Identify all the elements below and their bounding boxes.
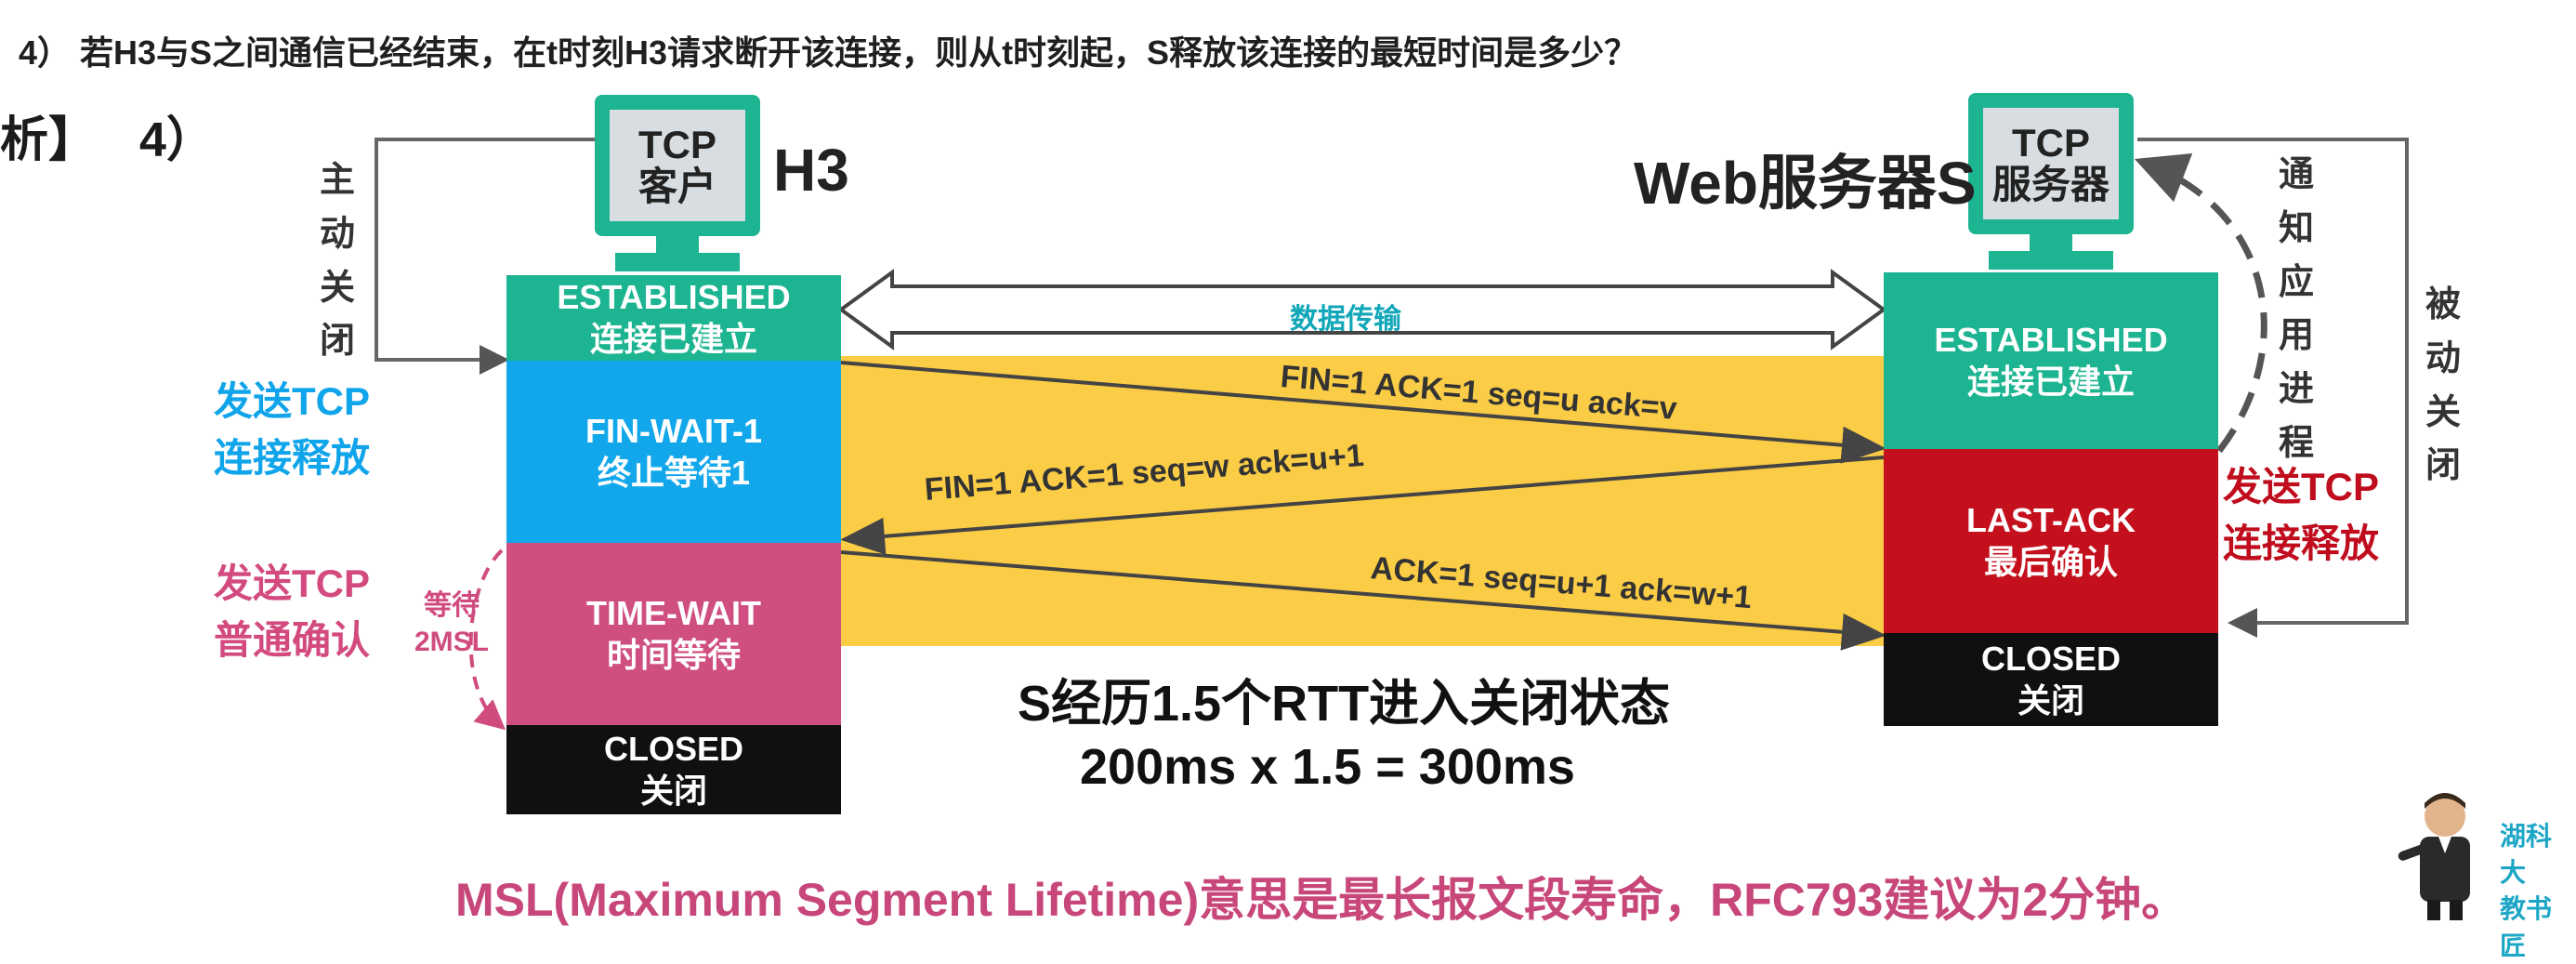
server-name: Web服务器S	[1634, 150, 1977, 217]
teacher-caption-1: 湖科大	[2500, 822, 2553, 888]
state-en: CLOSED	[603, 730, 743, 768]
server-send-release-line1: 发送TCP	[2223, 465, 2380, 508]
state-zh: 关闭	[2017, 681, 2084, 720]
state-en: ESTABLISHED	[557, 278, 791, 316]
server-send-release-line2: 连接释放	[2223, 521, 2380, 565]
client-state-time-wait: TIME-WAIT 时间等待	[506, 543, 841, 725]
footnote-msl: MSL(Maximum Segment Lifetime)意思是最长报文段寿命，…	[455, 874, 2188, 926]
section-number: 4）	[139, 113, 215, 167]
result-line-1: S经历1.5个RTT进入关闭状态	[1018, 676, 1671, 732]
result-line-2: 200ms x 1.5 = 300ms	[1080, 739, 1575, 795]
state-en: LAST-ACK	[1966, 501, 2136, 539]
diagram-svg	[375, 93, 2409, 731]
client-monitor-label: TCP 客户	[610, 110, 745, 221]
client-monitor-line1: TCP	[638, 122, 716, 166]
state-zh: 时间等待	[606, 636, 741, 674]
client-send-release-line1: 发送TCP	[214, 379, 371, 423]
wait-line2: 2MSL	[414, 627, 489, 657]
server-send-release-label: 发送TCP 连接释放	[2223, 459, 2379, 573]
client-monitor-icon	[595, 95, 760, 271]
client-send-ack-line1: 发送TCP	[214, 561, 371, 605]
client-send-release-line2: 连接释放	[214, 435, 371, 480]
state-zh: 最后确认	[1983, 543, 2118, 581]
passive-close-arrow	[2137, 138, 2409, 638]
client-send-ack-line2: 普通确认	[214, 617, 371, 662]
wait-line1: 等待	[424, 590, 480, 621]
data-transfer-label: 数据传输	[1290, 304, 1401, 335]
state-en: TIME-WAIT	[586, 594, 761, 632]
message-fin-client-to-server	[840, 361, 1886, 464]
teacher-caption: 湖科大 教书匠	[2500, 818, 2576, 964]
server-monitor-icon	[1968, 93, 2134, 270]
state-en: CLOSED	[1980, 640, 2121, 678]
state-zh: 连接已建立	[1966, 363, 2135, 401]
client-name: H3	[773, 137, 849, 204]
server-state-closed: CLOSED 关闭	[1884, 633, 2218, 726]
client-send-release-label: 发送TCP 连接释放	[214, 374, 370, 487]
teacher-avatar-icon	[2398, 793, 2470, 920]
state-zh: 关闭	[639, 772, 707, 810]
wait-2msl-label: 等待 2MSL	[405, 588, 498, 660]
state-en: FIN-WAIT-1	[585, 412, 762, 450]
wait-2msl-dashed-arrow	[468, 548, 506, 731]
message-ack-client-to-server	[840, 550, 1886, 651]
passive-close-label: 被动关闭	[2425, 285, 2461, 486]
server-monitor-line2: 服务器	[1991, 163, 2109, 206]
message-fin-server-to-client	[840, 456, 1885, 555]
client-state-fin-wait-1: FIN-WAIT-1 终止等待1	[506, 361, 841, 543]
server-state-last-ack: LAST-ACK 最后确认	[1884, 449, 2218, 633]
notify-app-dashed-arrow	[2134, 153, 2267, 454]
server-monitor-line1: TCP	[2012, 120, 2090, 165]
client-state-closed: CLOSED 关闭	[506, 725, 841, 814]
client-monitor-line2: 客户	[637, 165, 716, 208]
client-send-ack-label: 发送TCP 普通确认	[214, 556, 370, 669]
state-en: ESTABLISHED	[1934, 321, 2168, 359]
active-close-arrow	[375, 138, 595, 375]
section-label: 析】	[0, 113, 98, 167]
state-zh: 终止等待1	[597, 454, 751, 492]
server-state-established: ESTABLISHED 连接已建立	[1884, 272, 2218, 449]
teacher-caption-2: 教书匠	[2500, 894, 2553, 960]
client-state-established: ESTABLISHED 连接已建立	[506, 275, 841, 361]
question-text: 4） 若H3与S之间通信已经结束，在t时刻H3请求断开该连接，则从t时刻起，S释…	[19, 33, 1638, 72]
state-zh: 连接已建立	[589, 320, 757, 358]
active-close-label: 主动关闭	[319, 161, 355, 362]
server-monitor-label: TCP 服务器	[1983, 108, 2119, 219]
notify-app-label: 通知应用进程	[2278, 155, 2314, 463]
